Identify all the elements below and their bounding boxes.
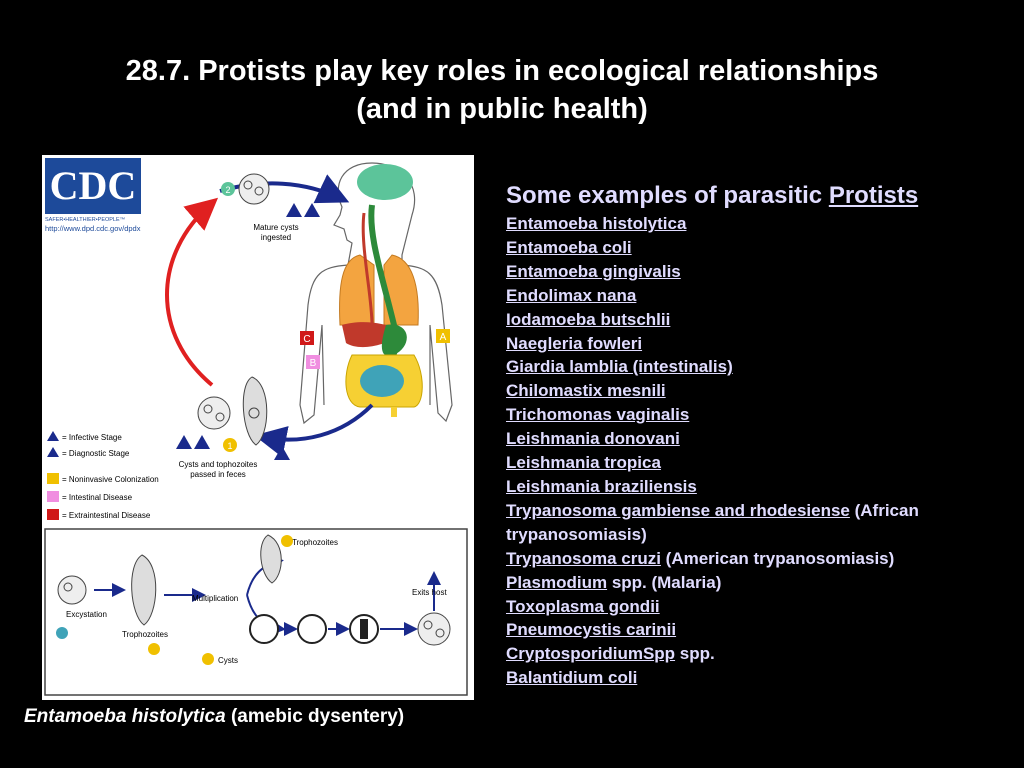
protist-link[interactable]: Entamoeba histolytica bbox=[506, 214, 687, 233]
legend-noninvasive: = Noninvasive Colonization bbox=[62, 475, 159, 484]
brain-icon bbox=[357, 164, 413, 200]
protist-link[interactable]: CryptosporidiumSpp bbox=[506, 644, 676, 664]
svg-text:C: C bbox=[303, 334, 310, 345]
svg-text:A: A bbox=[440, 332, 447, 343]
caption-disease: (amebic dysentery) bbox=[225, 706, 405, 727]
parasitic-protists-list: Some examples of parasitic Protists Enta… bbox=[506, 180, 1006, 690]
cysts-label: Cysts bbox=[218, 656, 238, 665]
protist-link[interactable]: Trypanosoma cruzi bbox=[506, 548, 661, 568]
lower-panel: Excystation Trophozoites Multiplication … bbox=[44, 528, 468, 696]
slide-title: 28.7. Protists play key roles in ecologi… bbox=[0, 52, 1004, 128]
svg-text:2: 2 bbox=[225, 185, 230, 195]
protists-link[interactable]: Protists bbox=[828, 182, 919, 209]
protist-note: (American trypanosomiasis) bbox=[660, 548, 895, 568]
stage-1-label-2: passed in feces bbox=[190, 470, 246, 479]
protist-link[interactable]: Trichomonas vaginalis bbox=[506, 405, 690, 425]
legend-infective: = Infective Stage bbox=[62, 433, 122, 442]
list-heading-text: Some examples of parasitic bbox=[506, 182, 829, 209]
protist-link[interactable]: Leishmania donovani bbox=[506, 429, 680, 449]
protist-link[interactable]: Toxoplasma gondii bbox=[506, 596, 660, 616]
protist-link[interactable]: Trypanosoma gambiense and rhodesiense bbox=[506, 500, 850, 520]
list-item: Entamoeba histolytica bbox=[506, 212, 1006, 236]
list-item: Leishmania donovani bbox=[506, 427, 1006, 451]
list-item: Leishmania braziliensis bbox=[506, 475, 1006, 499]
protist-link[interactable]: Entamoeba gingivalis bbox=[506, 261, 681, 281]
title-line-2: (and in public health) bbox=[356, 93, 648, 125]
list-item: Entamoeba gingivalis bbox=[506, 260, 1006, 284]
stage-1-label: Cysts and tophozoites bbox=[179, 460, 258, 469]
list-item: Chilomastix mesnili bbox=[506, 379, 1006, 403]
protist-note: spp. bbox=[675, 644, 715, 664]
stomach-icon bbox=[381, 324, 407, 356]
title-line-1: 28.7. Protists play key roles in ecologi… bbox=[125, 55, 879, 87]
list-item: Trypanosoma cruzi (American trypanosomia… bbox=[506, 547, 1006, 571]
disease-badges: C B A bbox=[300, 329, 450, 369]
legend-diagnostic: = Diagnostic Stage bbox=[62, 449, 130, 458]
protist-link[interactable]: Leishmania braziliensis bbox=[506, 476, 697, 496]
cdc-logo-text: CDC bbox=[50, 163, 137, 208]
arrow-ingest bbox=[219, 174, 350, 204]
exits-host-label: Exits host bbox=[412, 588, 447, 597]
protist-link[interactable]: Giardia lamblia (intestinalis) bbox=[506, 357, 733, 377]
arrow-cycle bbox=[165, 197, 219, 387]
protist-link[interactable]: Chilomastix mesnili bbox=[506, 381, 666, 401]
figure-caption: Entamoeba histolytica (amebic dysentery) bbox=[24, 706, 484, 728]
trophozoites-label: Trophozoites bbox=[122, 630, 168, 639]
caption-species: Entamoeba histolytica bbox=[24, 706, 226, 727]
protist-note: spp. (Malaria) bbox=[607, 572, 722, 592]
list-heading: Some examples of parasitic Protists bbox=[506, 180, 1006, 212]
list-item: Plasmodium spp. (Malaria) bbox=[506, 571, 1006, 595]
intestines-icon bbox=[345, 354, 423, 417]
arrow-feces bbox=[254, 403, 374, 458]
list-item: Toxoplasma gondii bbox=[506, 595, 1006, 619]
protist-note: (African trypanosomiasis) bbox=[506, 500, 919, 544]
list-item: Trypanosoma gambiense and rhodesiense (A… bbox=[506, 499, 1006, 547]
protist-link[interactable]: Leishmania tropica bbox=[506, 453, 661, 473]
trachea-icon bbox=[361, 212, 374, 326]
list-item: Entamoeba coli bbox=[506, 236, 1006, 260]
list-item: Pneumocystis carinii bbox=[506, 618, 1006, 642]
legend-intestinal: = Intestinal Disease bbox=[62, 493, 133, 502]
stage-2-mature-cysts: 2 Mature cysts ingested bbox=[221, 173, 320, 242]
cdc-url: http://www.dpd.cdc.gov/dpdx bbox=[45, 224, 141, 233]
list-item: Giardia lamblia (intestinalis) bbox=[506, 355, 1006, 379]
stage-2-label: Mature cysts bbox=[253, 223, 298, 232]
list-item: CryptosporidiumSpp spp. bbox=[506, 642, 1006, 666]
life-cycle-figure: CDC SAFER•HEALTHIER•PEOPLE™ http://www.d… bbox=[42, 155, 474, 700]
list-item: Endolimax nana bbox=[506, 284, 1006, 308]
life-cycle-diagram: CDC SAFER•HEALTHIER•PEOPLE™ http://www.d… bbox=[44, 158, 468, 696]
legend-extraintestinal: = Extraintestinal Disease bbox=[62, 511, 151, 520]
protist-link[interactable]: Balantidium coli bbox=[506, 668, 638, 688]
stage-1-cysts-trophozoites: 1 Cysts and tophozoites passed in feces bbox=[176, 376, 290, 479]
multiplication-label: Multiplication bbox=[192, 594, 238, 603]
protist-link[interactable]: Entamoeba coli bbox=[506, 237, 632, 257]
protist-link[interactable]: Naegleria fowleri bbox=[506, 333, 643, 353]
protist-link[interactable]: Endolimax nana bbox=[506, 285, 637, 305]
svg-text:B: B bbox=[310, 358, 317, 369]
list-item: Iodamoeba butschlii bbox=[506, 308, 1006, 332]
list-item: Balantidium coli bbox=[506, 666, 1006, 690]
svg-text:1: 1 bbox=[227, 441, 232, 451]
excystation-label: Excystation bbox=[66, 610, 107, 619]
list-item: Trichomonas vaginalis bbox=[506, 403, 1006, 427]
list-item: Naegleria fowleri bbox=[506, 332, 1006, 356]
cdc-tagline: SAFER•HEALTHIER•PEOPLE™ bbox=[45, 217, 125, 223]
protist-link[interactable]: Plasmodium bbox=[506, 572, 608, 592]
protist-link[interactable]: Pneumocystis carinii bbox=[506, 620, 677, 640]
protist-link[interactable]: Iodamoeba butschlii bbox=[506, 309, 671, 329]
trophozoites-top-label: Trophozoites bbox=[292, 538, 338, 547]
cdc-logo: CDC SAFER•HEALTHIER•PEOPLE™ http://www.d… bbox=[45, 158, 141, 233]
list-item: Leishmania tropica bbox=[506, 451, 1006, 475]
legend: = Infective Stage = Diagnostic Stage = N… bbox=[47, 431, 159, 520]
stage-2-label-2: ingested bbox=[261, 233, 291, 242]
